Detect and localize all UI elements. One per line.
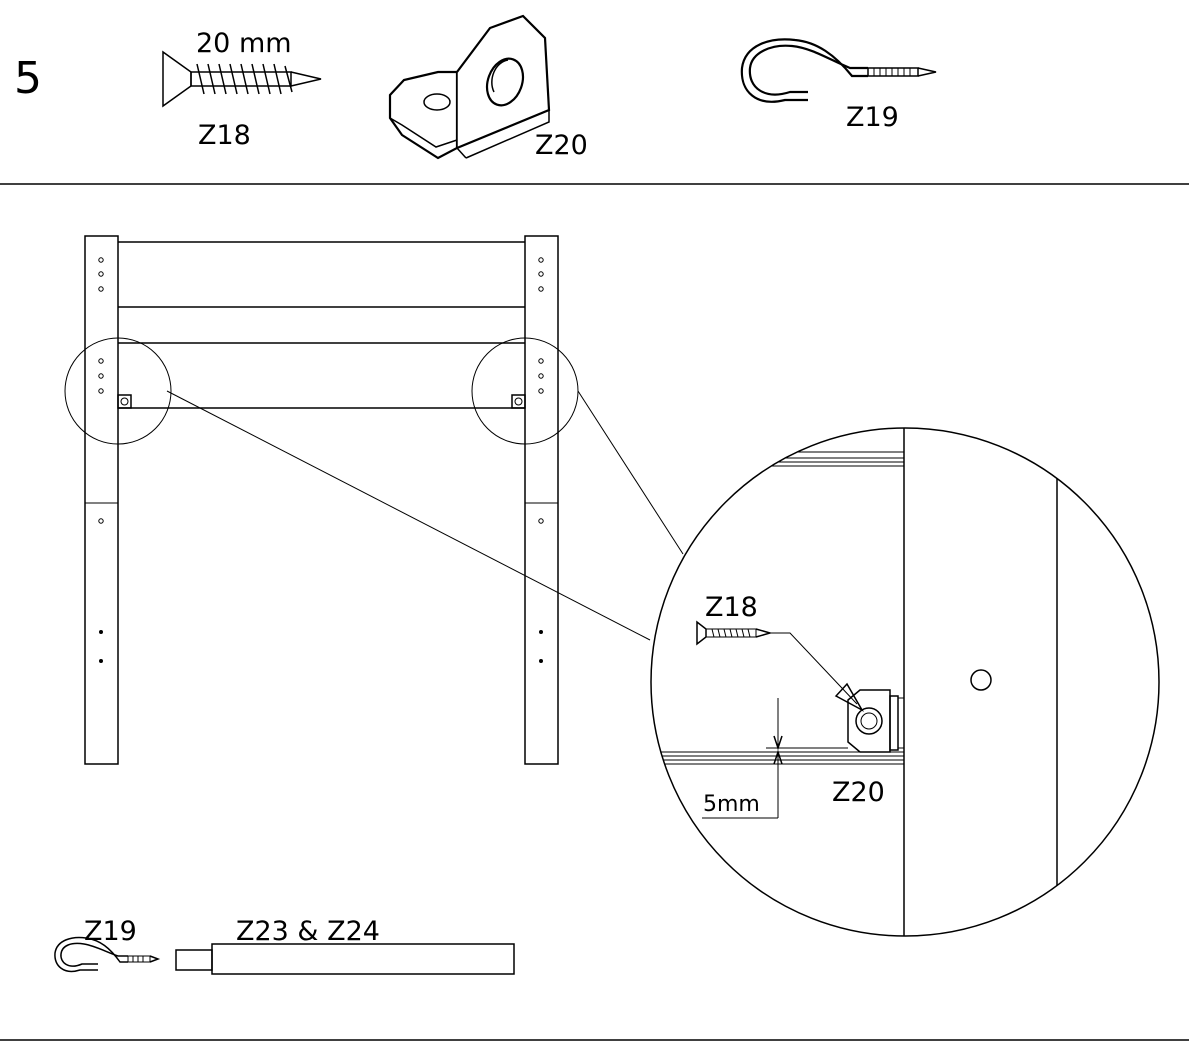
detail-leader-lines [166,390,684,641]
left-post-holes [98,257,104,524]
frame-bracket-left [117,394,132,409]
screw-code-label: Z18 [198,120,251,151]
left-post [84,235,119,765]
detail-magnifier [650,427,1160,937]
screw-size-label: 20 mm [196,28,292,59]
step-number: 5 [14,53,42,104]
detail-circle-outline [650,427,1160,937]
detail-gap-label: 5mm [703,792,760,817]
bracket-code-label: Z20 [535,130,588,161]
bottom-hook-icon [54,936,161,973]
detail-bracket-label: Z20 [832,777,885,808]
right-post-holes [538,257,544,524]
frame-bracket-right [511,394,526,409]
callout-circle-left [64,337,172,445]
detail-screw-icon [696,620,864,712]
screw-hook-icon [740,38,937,103]
angle-bracket-icon [388,14,551,160]
rod-part-icon [175,943,515,975]
wood-screw-icon [162,50,322,108]
detail-screw-label: Z18 [705,592,758,623]
detail-bracket [847,689,904,753]
gap-dimension [702,698,848,819]
rod-label: Z23 & Z24 [236,916,380,947]
bed-end-frame [64,235,579,765]
right-post [524,235,559,765]
hook-code-label: Z19 [846,102,899,133]
bottom-hook-label: Z19 [84,916,137,947]
post-hole [970,669,992,691]
